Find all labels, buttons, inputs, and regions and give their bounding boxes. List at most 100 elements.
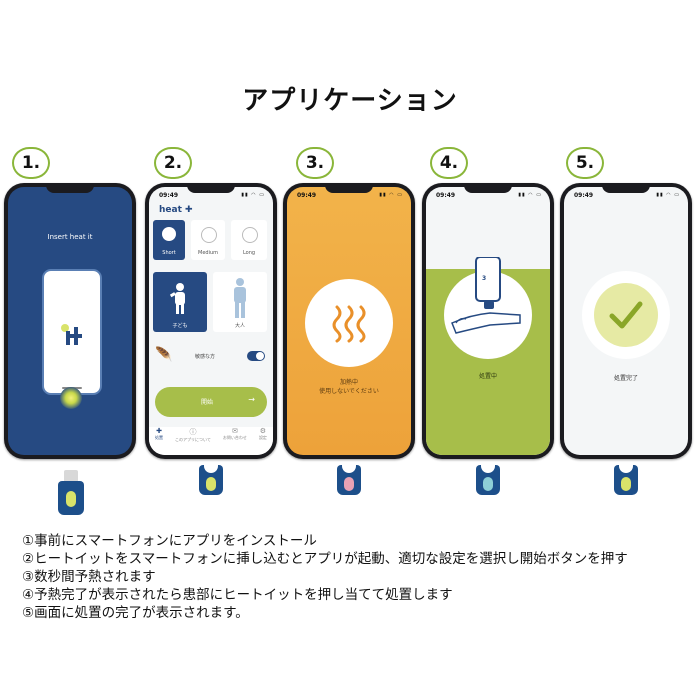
heating-note: 使用しないでください <box>319 388 379 395</box>
phone-screen-1: Insert heat it <box>8 187 132 455</box>
status-icons: ▮▮ ◠ ▭ <box>518 192 542 198</box>
phone-step-4: 09:49 ▮▮ ◠ ▭ 3 処置中 <box>422 183 554 459</box>
child-icon <box>170 283 185 314</box>
nav-label: このアプリについて <box>175 437 211 442</box>
heat-it-logo-icon <box>60 323 84 351</box>
step-number-3: 3. <box>296 147 334 179</box>
complete-circle <box>582 271 670 359</box>
device-led <box>621 477 631 491</box>
heat-it-device-with-plug <box>56 470 86 518</box>
person-child-button[interactable]: 子ども <box>153 272 207 332</box>
phone-notch <box>187 183 235 193</box>
phone-screen-5: 09:49 ▮▮ ◠ ▭ 処置完了 <box>564 187 688 455</box>
duration-medium-button[interactable]: Medium <box>191 220 225 260</box>
arrow-right-icon: → <box>248 395 255 404</box>
nav-item-treatment[interactable]: ✚処置 <box>155 427 163 455</box>
sensitive-toggle[interactable] <box>247 351 265 361</box>
info-icon: ⓘ <box>189 428 197 436</box>
person-adult-button[interactable]: 大人 <box>213 272 267 332</box>
phone-step-3: 09:49 ▮▮ ◠ ▭ 加熱中 使用しないでください <box>283 183 415 459</box>
status-time: 09:49 <box>159 192 179 199</box>
check-background <box>594 283 658 347</box>
app-logo: heat ✚ <box>159 205 193 215</box>
phone-notch <box>602 183 650 193</box>
phone-notch <box>46 183 94 193</box>
nav-label: 処置 <box>155 435 163 440</box>
app-logo-text: heat <box>159 205 182 215</box>
insert-prompt: Insert heat it <box>47 233 93 241</box>
status-icons: ▮▮ ◠ ▭ <box>241 192 265 198</box>
heat-it-tab-icon: ✚ <box>156 427 162 435</box>
heat-it-device <box>614 465 638 495</box>
start-button-label: 開始 <box>201 399 214 406</box>
step-number-1: 1. <box>12 147 50 179</box>
phone-notch <box>464 183 512 193</box>
instruction-1: ①事前にスマートフォンにアプリをインストール <box>22 533 317 549</box>
device-led <box>206 477 216 491</box>
status-time: 09:49 <box>574 192 594 199</box>
plus-logo-icon: ✚ <box>181 205 193 215</box>
status-time: 09:49 <box>297 192 317 199</box>
adult-label: 大人 <box>234 323 245 329</box>
heat-it-device <box>199 465 223 495</box>
status-time: 09:49 <box>436 192 456 199</box>
nav-label: お問い合わせ <box>222 435 247 440</box>
treatment-circle: 3 <box>444 257 532 359</box>
child-label: 子ども <box>172 323 188 329</box>
glow-indicator <box>60 387 82 409</box>
gear-icon: ⚙ <box>259 427 267 435</box>
feather-icon: 🪶 <box>155 347 173 363</box>
heating-status: 加熱中 <box>339 379 358 386</box>
instruction-4: ④予熱完了が表示されたら患部にヒートイットを押し当てて処置します <box>22 587 453 603</box>
instruction-3: ③数秒間予熱されます <box>22 569 156 585</box>
mail-icon: ✉ <box>231 427 238 435</box>
timer-icon <box>242 227 258 243</box>
nav-item-settings[interactable]: ⚙設定 <box>259 427 267 455</box>
status-icons: ▮▮ ◠ ▭ <box>379 192 403 198</box>
step-number-4: 4. <box>430 147 468 179</box>
heat-waves-icon <box>332 305 366 343</box>
instruction-5: ⑤画面に処置の完了が表示されます。 <box>22 605 249 621</box>
checkmark-icon <box>609 301 643 329</box>
device-body <box>58 481 84 515</box>
arm-with-phone-icon <box>451 257 521 334</box>
duration-long-label: Long <box>242 250 256 256</box>
timer-icon <box>201 227 217 243</box>
heating-circle <box>305 279 393 367</box>
instruction-2: ②ヒートイットをスマートフォンに挿し込むとアプリが起動、適切な設定を選択し開始ボ… <box>22 551 628 567</box>
duration-long-button[interactable]: Long <box>231 220 267 260</box>
page-title: アプリケーション <box>242 86 458 116</box>
device-led <box>483 477 493 491</box>
phone-step-1: Insert heat it <box>4 183 136 459</box>
adult-icon <box>234 278 246 318</box>
countdown-number: 3 <box>482 275 487 282</box>
phone-screen-3: 09:49 ▮▮ ◠ ▭ 加熱中 使用しないでください <box>287 187 411 455</box>
nav-label: 設定 <box>258 435 267 440</box>
status-icons: ▮▮ ◠ ▭ <box>656 192 680 198</box>
nav-item-contact[interactable]: ✉お問い合わせ <box>223 427 247 455</box>
phone-step-2: 09:49 ▮▮ ◠ ▭ heat ✚ Short Medium Long 子ど <box>145 183 277 459</box>
device-led <box>344 477 354 491</box>
duration-short-button[interactable]: Short <box>153 220 185 260</box>
complete-status: 処置完了 <box>613 375 638 382</box>
phone-screen-2: 09:49 ▮▮ ◠ ▭ heat ✚ Short Medium Long 子ど <box>149 187 273 455</box>
phone-screen-4: 09:49 ▮▮ ◠ ▭ 3 処置中 <box>426 187 550 455</box>
step-number-2: 2. <box>154 147 192 179</box>
phone-step-5: 09:49 ▮▮ ◠ ▭ 処置完了 <box>560 183 692 459</box>
start-button[interactable]: 開始 → <box>155 387 267 417</box>
phone-illustration <box>42 269 102 395</box>
duration-short-label: Short <box>162 250 176 256</box>
timer-icon <box>162 227 176 241</box>
device-led <box>66 491 76 507</box>
usb-plug <box>64 470 78 482</box>
step-number-5: 5. <box>566 147 604 179</box>
toggle-knob <box>256 352 264 360</box>
sensitive-label: 敏感な方 <box>195 354 216 360</box>
heat-it-device <box>337 465 361 495</box>
duration-medium-label: Medium <box>198 250 218 256</box>
heat-it-device <box>476 465 500 495</box>
treatment-status: 処置中 <box>478 373 497 380</box>
phone-notch <box>325 183 373 193</box>
